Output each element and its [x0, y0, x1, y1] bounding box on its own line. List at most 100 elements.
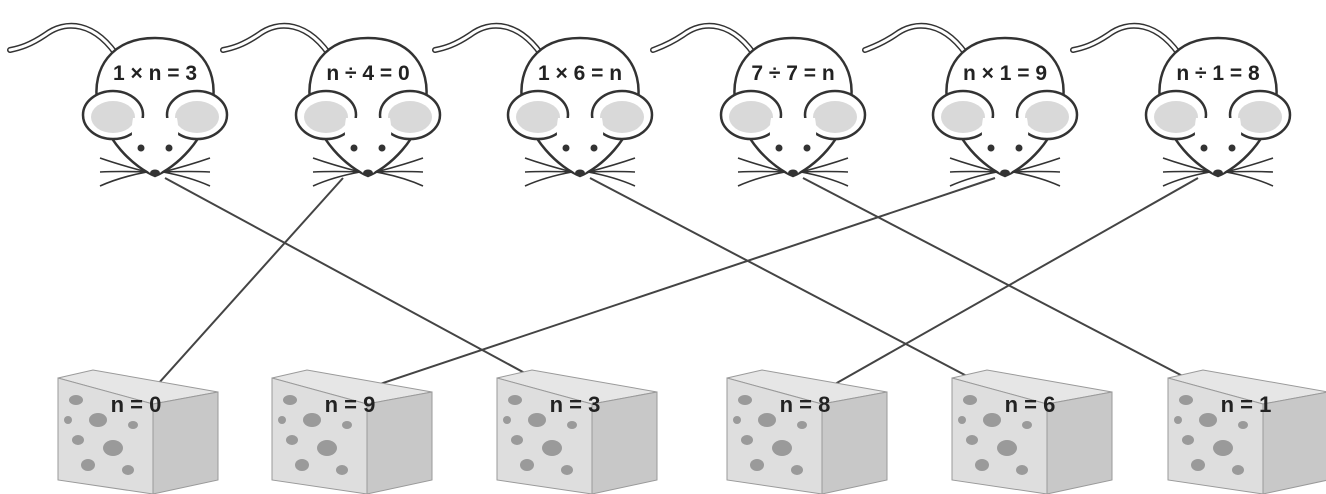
cheese-row: n = 0 n = 9 n = 3 n = 8 n = 6 n = 1: [57, 369, 1326, 494]
connection-line: [802, 177, 1199, 385]
cheese-hole: [1022, 421, 1032, 429]
cheese-hole: [1238, 421, 1248, 429]
cheese-hole: [997, 440, 1017, 456]
eye: [137, 144, 145, 152]
cheese-hole: [958, 416, 966, 424]
whiskers: [99, 157, 211, 187]
whiskers: [1162, 157, 1274, 187]
cheese-hole: [295, 459, 309, 471]
cheese-hole: [336, 465, 348, 475]
cheese-hole: [528, 413, 546, 427]
mouse-5: n × 1 = 9: [862, 22, 1079, 187]
cheese-hole: [508, 395, 522, 405]
cheese-front: [1262, 391, 1326, 494]
cheese-1: n = 0: [57, 369, 219, 494]
cheese-hole: [89, 413, 107, 427]
mouse-3: 1 × 6 = n: [432, 22, 654, 187]
mouse-4: 7 ÷ 7 = n: [650, 22, 867, 187]
cheese-hole: [1182, 435, 1194, 445]
nose: [788, 169, 798, 177]
cheese-hole: [772, 440, 792, 456]
cheese-hole: [1016, 465, 1028, 475]
mouse-tail: [1070, 22, 1186, 63]
eye: [1228, 144, 1236, 152]
mouse-tail: [432, 22, 548, 63]
cheese-hole: [963, 395, 977, 405]
connection-lines: [157, 177, 1199, 385]
eye: [775, 144, 783, 152]
cheese-hole: [278, 416, 286, 424]
cheese-hole: [128, 421, 138, 429]
mouse-equation: 7 ÷ 7 = n: [751, 62, 834, 85]
cheese-hole: [72, 435, 84, 445]
cheese-hole: [758, 413, 776, 427]
mouse-1: 1 × n = 3: [7, 22, 229, 187]
cheese-hole: [1179, 395, 1193, 405]
cheese-hole: [542, 440, 562, 456]
cheese-front: [366, 391, 433, 494]
mouse-equation: 1 × n = 3: [113, 62, 197, 85]
connection-line: [164, 177, 546, 385]
cheese-hole: [511, 435, 523, 445]
mouse-equation: 1 × 6 = n: [538, 62, 622, 85]
cheese-front: [1046, 391, 1113, 494]
cheese-label: n = 9: [325, 392, 376, 417]
cheese-hole: [286, 435, 298, 445]
mouse-6: n ÷ 1 = 8: [1070, 22, 1292, 187]
cheese-hole: [797, 421, 807, 429]
cheese-label: n = 6: [1005, 392, 1056, 417]
connection-line: [157, 177, 344, 385]
mouse-equation: n ÷ 1 = 8: [1176, 62, 1260, 85]
cheese-5: n = 6: [951, 369, 1113, 494]
eye: [165, 144, 173, 152]
cheese-hole: [1232, 465, 1244, 475]
cheese-hole: [733, 416, 741, 424]
cheese-hole: [317, 440, 337, 456]
cheese-hole: [567, 421, 577, 429]
cheese-hole: [1213, 440, 1233, 456]
cheese-front: [591, 391, 658, 494]
mouse-tail: [220, 22, 336, 63]
cheese-6: n = 1: [1167, 369, 1326, 494]
mice-row: 1 × n = 3 n ÷ 4 = 0 1 × 6 = n 7 ÷ 7 = n n × …: [7, 22, 1292, 187]
whiskers: [312, 157, 424, 187]
cheese-label: n = 8: [780, 392, 831, 417]
cheese-label: n = 0: [111, 392, 162, 417]
mouse-equation: n × 1 = 9: [963, 62, 1047, 85]
cheese-hole: [103, 440, 123, 456]
cheese-hole: [283, 395, 297, 405]
cheese-label: n = 1: [1221, 392, 1272, 417]
eye: [350, 144, 358, 152]
cheese-label: n = 3: [550, 392, 601, 417]
nose: [150, 169, 160, 177]
eye: [378, 144, 386, 152]
cheese-hole: [122, 465, 134, 475]
cheese-hole: [520, 459, 534, 471]
nose: [575, 169, 585, 177]
cheese-front: [821, 391, 888, 494]
eye: [987, 144, 995, 152]
cheese-hole: [81, 459, 95, 471]
eye: [562, 144, 570, 152]
nose: [1213, 169, 1223, 177]
mouse-2: n ÷ 4 = 0: [220, 22, 442, 187]
connection-line: [379, 177, 996, 385]
cheese-hole: [1174, 416, 1182, 424]
cheese-hole: [342, 421, 352, 429]
cheese-2: n = 9: [271, 369, 433, 494]
cheese-hole: [983, 413, 1001, 427]
cheese-hole: [741, 435, 753, 445]
whiskers: [949, 157, 1061, 187]
whiskers: [737, 157, 849, 187]
cheese-hole: [975, 459, 989, 471]
cheese-front: [152, 391, 219, 494]
cheese-hole: [64, 416, 72, 424]
cheese-hole: [69, 395, 83, 405]
eye: [1015, 144, 1023, 152]
nose: [1000, 169, 1010, 177]
eye: [1200, 144, 1208, 152]
cheese-hole: [303, 413, 321, 427]
cheese-3: n = 3: [496, 369, 658, 494]
cheese-hole: [791, 465, 803, 475]
